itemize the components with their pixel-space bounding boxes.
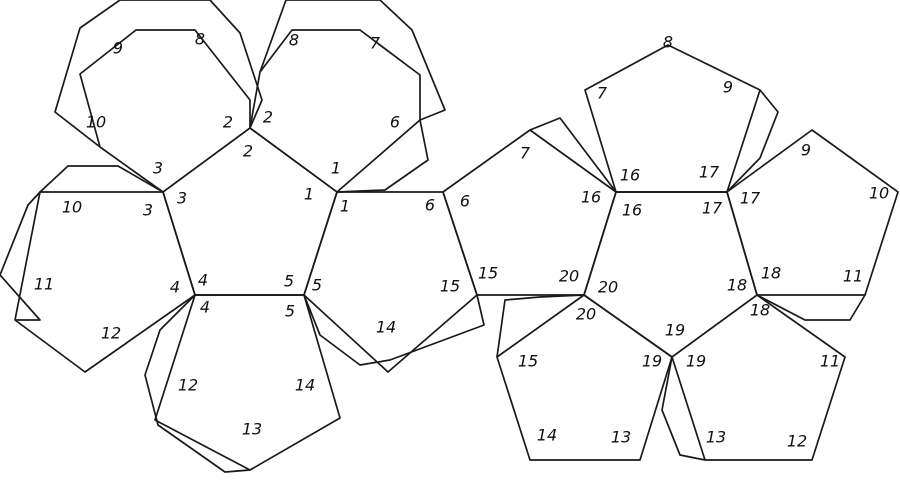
- label: 13: [611, 428, 631, 447]
- label: 1: [331, 159, 341, 178]
- face-top-center: [249, 29, 421, 193]
- face-bottom-middle: [496, 294, 673, 461]
- label: 20: [598, 278, 618, 297]
- label: 3: [143, 201, 153, 220]
- label: 4: [198, 271, 208, 290]
- face-top-right: [584, 44, 761, 193]
- label: 11: [34, 275, 54, 294]
- label: 16: [622, 201, 642, 220]
- label: 11: [820, 352, 840, 371]
- flap-top-right: [726, 89, 779, 193]
- label: 1: [304, 185, 314, 204]
- label: 16: [581, 188, 601, 207]
- label: 15: [478, 264, 498, 283]
- label: 8: [289, 31, 299, 50]
- label: 20: [559, 267, 579, 286]
- label: 3: [153, 159, 163, 178]
- label: 6: [390, 113, 400, 132]
- label: 12: [178, 376, 198, 395]
- label: 10: [869, 184, 889, 203]
- face-left: [14, 191, 196, 373]
- flap-far-right: [756, 294, 866, 321]
- face-bottom-right: [671, 294, 846, 461]
- label: 19: [686, 352, 706, 371]
- label: 2: [223, 113, 233, 132]
- label: 7: [520, 144, 531, 163]
- face-bottom-left: [154, 294, 341, 471]
- label: 19: [642, 352, 662, 371]
- label: 8: [663, 33, 673, 52]
- label: 3: [177, 189, 187, 208]
- faces: [14, 29, 899, 471]
- label: 7: [370, 34, 381, 53]
- label: 10: [62, 198, 82, 217]
- label: 13: [706, 428, 726, 447]
- label: 16: [620, 166, 640, 185]
- label: 15: [518, 352, 538, 371]
- flaps: [0, 0, 866, 473]
- flap-left: [39, 165, 164, 193]
- label: 10: [86, 113, 106, 132]
- flap-right-of-center: [303, 294, 485, 366]
- label: 5: [285, 302, 295, 321]
- label: 9: [113, 39, 123, 58]
- label: 2: [263, 108, 273, 127]
- label: 2: [243, 142, 253, 161]
- label: 19: [665, 321, 685, 340]
- label: 9: [723, 78, 733, 97]
- label: 17: [702, 199, 723, 218]
- label: 17: [699, 163, 720, 182]
- label: 14: [537, 426, 557, 445]
- flap-top-center: [259, 0, 446, 121]
- label: 6: [460, 192, 470, 211]
- label: 7: [597, 84, 608, 103]
- labels: 9 8 10 2 2 8 7 6 2 3 1 3 1 10 3 1 6 6 11…: [34, 30, 889, 451]
- flap-top-left: [54, 0, 263, 148]
- label: 9: [801, 141, 811, 160]
- label: 8: [195, 30, 205, 49]
- flap-left-outer: [0, 191, 41, 321]
- flap-top-center-lower: [336, 119, 429, 193]
- face-far-right: [726, 129, 899, 296]
- label: 18: [727, 276, 747, 295]
- label: 18: [750, 301, 770, 320]
- label: 17: [740, 189, 761, 208]
- label: 12: [787, 432, 807, 451]
- flap-bottom-middle: [496, 294, 585, 358]
- flap-bottom-left: [144, 294, 251, 473]
- label: 11: [843, 267, 863, 286]
- label: 13: [242, 420, 262, 439]
- label: 12: [101, 324, 121, 343]
- label: 15: [440, 277, 460, 296]
- label: 4: [200, 298, 210, 317]
- face-right-of-center: [303, 191, 478, 373]
- label: 5: [284, 272, 294, 291]
- flap-middle-right: [529, 117, 617, 193]
- label: 14: [376, 318, 396, 337]
- label: 6: [425, 196, 435, 215]
- label: 14: [295, 376, 315, 395]
- label: 18: [761, 264, 781, 283]
- label: 20: [576, 305, 596, 324]
- face-top-left: [79, 29, 251, 193]
- label: 1: [340, 197, 350, 216]
- label: 4: [170, 278, 180, 297]
- label: 5: [312, 276, 322, 295]
- flap-bottom-right: [661, 356, 706, 461]
